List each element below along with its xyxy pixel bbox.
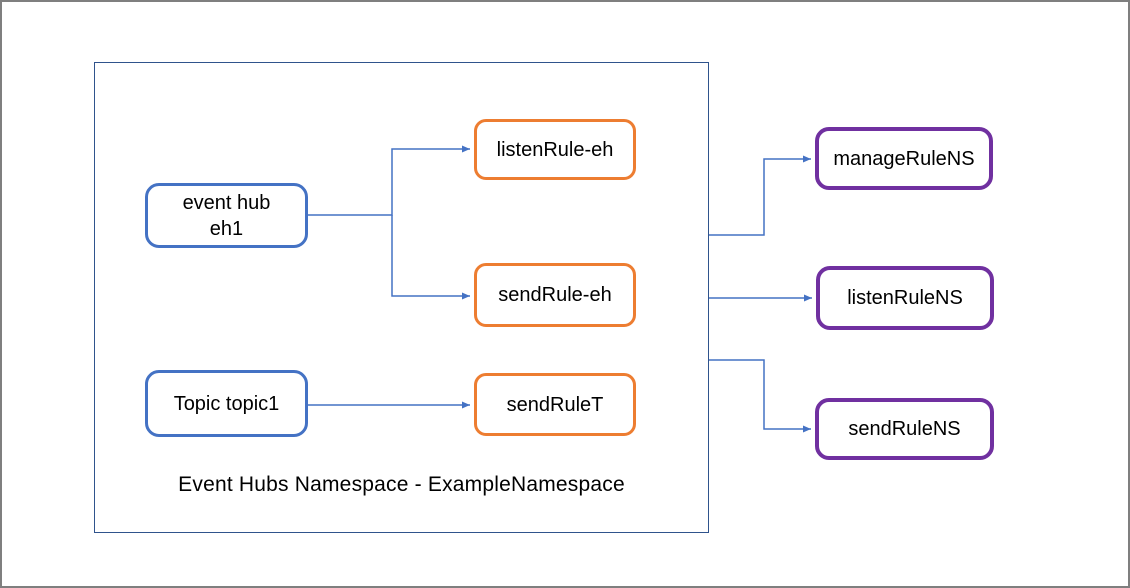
node-managerulens-label: manageRuleNS bbox=[833, 147, 975, 170]
node-sendrule-eh: sendRule-eh bbox=[474, 263, 636, 327]
node-listenrule-eh-label: listenRule-eh bbox=[496, 138, 614, 161]
connector-namespace-to-managerulens bbox=[709, 155, 811, 236]
node-sendrulet-label: sendRuleT bbox=[506, 393, 604, 416]
node-sendrulens-label: sendRuleNS bbox=[848, 418, 961, 440]
node-sendrulet: sendRuleT bbox=[474, 373, 636, 436]
node-event-hub-label: event hub eh1 bbox=[182, 191, 271, 240]
namespace-label: Event Hubs Namespace - ExampleNamespace bbox=[178, 473, 625, 496]
node-event-hub: event hub eh1 bbox=[145, 183, 308, 248]
node-topic: Topic topic1 bbox=[145, 370, 308, 437]
node-managerulens: manageRuleNS bbox=[815, 127, 993, 190]
node-listenrule-eh: listenRule-eh bbox=[474, 119, 636, 180]
node-listenrulens-label: listenRuleNS bbox=[847, 287, 963, 309]
node-sendrule-eh-label: sendRule-eh bbox=[498, 284, 612, 306]
node-topic-label: Topic topic1 bbox=[173, 392, 280, 415]
node-listenrulens: listenRuleNS bbox=[816, 266, 994, 330]
connector-namespace-to-sendrulens bbox=[709, 359, 811, 433]
namespace-box bbox=[94, 62, 709, 533]
node-sendrulens: sendRuleNS bbox=[815, 398, 994, 460]
